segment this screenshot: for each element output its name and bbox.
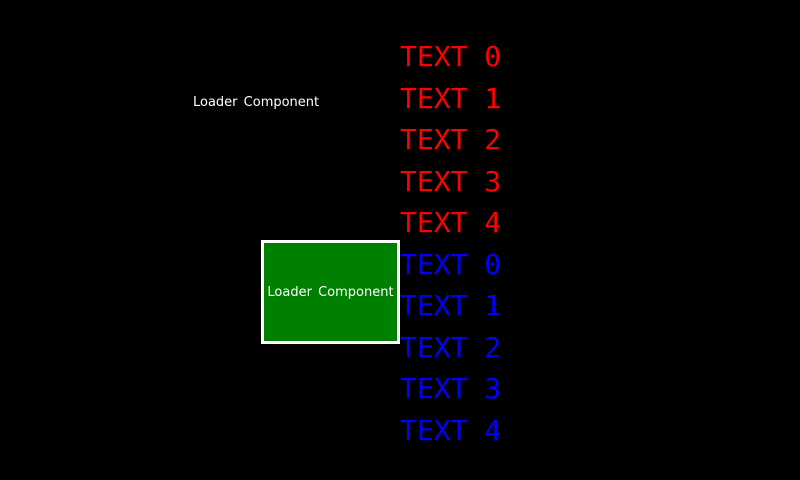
text-item: TEXT 1: [400, 81, 502, 115]
text-item: TEXT 3: [400, 372, 502, 405]
text-item: TEXT 0: [400, 40, 502, 73]
text-list: TEXT 0 TEXT 1 TEXT 2 TEXT 3 TEXT 4 TEXT …: [400, 36, 501, 451]
text-item: TEXT 2: [400, 330, 502, 364]
text-item: TEXT 4: [400, 206, 502, 239]
text-item: TEXT 0: [400, 247, 502, 281]
loader-component-box: Loader Component: [261, 240, 400, 344]
loader-component-label: Loader Component: [193, 95, 320, 110]
text-item: TEXT 2: [400, 123, 502, 156]
text-item: TEXT 3: [400, 164, 502, 198]
text-item: TEXT 4: [400, 413, 502, 447]
text-item: TEXT 1: [400, 289, 502, 322]
loader-component-box-label: Loader Component: [267, 284, 394, 300]
